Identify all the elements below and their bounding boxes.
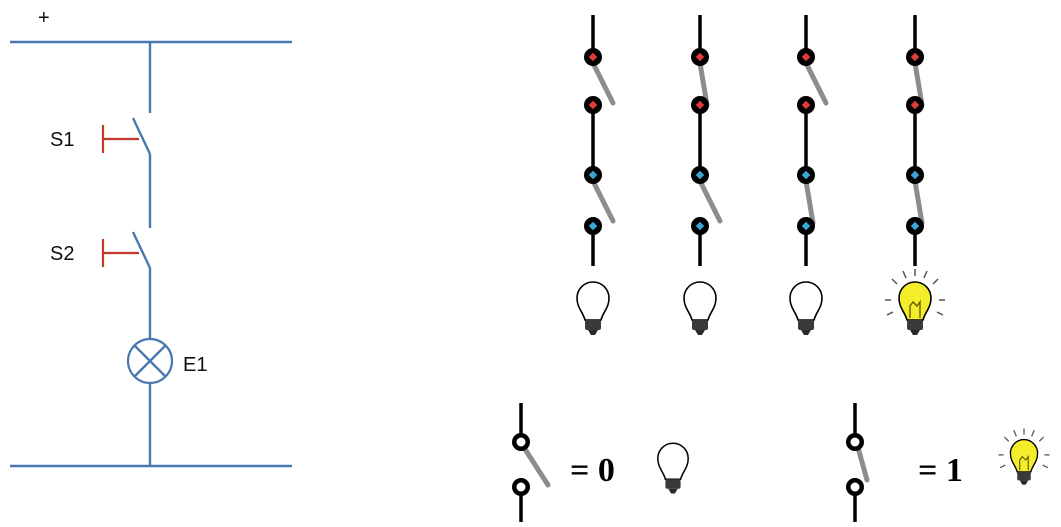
- switch-s1: S1: [50, 117, 152, 155]
- legend: = 0 = 1: [512, 403, 1050, 522]
- switch-icon: [846, 403, 870, 522]
- bulb-on-icon-ray: [936, 311, 944, 316]
- legend-zero: = 0: [512, 403, 689, 522]
- bulb-off-icon-tip: [668, 488, 678, 494]
- bulb-on-icon-filament: [909, 299, 921, 318]
- bulb-on-icon-base: [1017, 471, 1031, 481]
- contact-bottom-hole: [850, 482, 860, 492]
- bulb-on-icon: [998, 428, 1050, 485]
- bulb-off-icon: [657, 442, 689, 494]
- lower-switch-lever: [697, 178, 723, 224]
- lower-switch-lever: [590, 178, 616, 224]
- switch-icon: [512, 403, 551, 522]
- bulb-off-icon-tip: [801, 330, 811, 335]
- bulb-off-icon: [789, 281, 823, 335]
- upper-switch-lever: [912, 60, 925, 108]
- contact-top-hole: [516, 437, 526, 447]
- bulb-on-icon-ray: [886, 311, 894, 316]
- bulb-off-icon: [683, 281, 717, 335]
- bulb-on-icon-ray: [1013, 429, 1017, 437]
- bulb-on-icon-glass: [898, 281, 932, 321]
- bulb-on-icon-glass: [1009, 438, 1039, 473]
- bulb-on-icon-ray: [1042, 464, 1049, 469]
- s1-label: S1: [50, 129, 74, 151]
- lever: [520, 443, 551, 488]
- bulb-on-icon-ray: [999, 464, 1006, 469]
- bulb-off-icon-glass: [789, 281, 823, 321]
- contact-bottom-hole: [516, 482, 526, 492]
- bulb-on-icon-ray: [902, 270, 907, 279]
- bulb-on-icon-filament: [1019, 454, 1029, 471]
- bulb-off-icon-glass: [683, 281, 717, 321]
- upper-switch-lever: [590, 60, 616, 106]
- bulb-on-icon-base: [907, 320, 923, 330]
- bulb-off-icon-tip: [695, 330, 705, 335]
- s2-label: S2: [50, 243, 74, 265]
- bulb-off-icon-base: [692, 320, 708, 330]
- bulb-on-icon-ray: [891, 278, 898, 285]
- lower-switch-lever: [803, 178, 816, 226]
- bulb-on-icon: [885, 269, 945, 335]
- contact-top-hole: [850, 437, 860, 447]
- s1-contact: [131, 117, 152, 155]
- bulb-on-icon-tip: [1019, 480, 1029, 485]
- combination-column-2: [683, 15, 723, 335]
- s2-contact: [131, 231, 152, 269]
- upper-switch-lever: [803, 60, 829, 106]
- bulb-on-icon-ray: [1031, 429, 1035, 437]
- bulb-off-icon-tip: [588, 330, 598, 335]
- lamp-label: E1: [183, 354, 207, 376]
- bulb-off-icon-glass: [576, 281, 610, 321]
- bulb-on-icon-ray: [1003, 436, 1010, 442]
- combination-column-3: [789, 15, 829, 335]
- legend-one: = 1: [846, 403, 1050, 522]
- combination-column-4: [885, 15, 945, 335]
- lower-switch-lever: [912, 178, 925, 226]
- bulb-on-icon-ray: [1038, 436, 1045, 442]
- bulb-off-icon-base: [798, 320, 814, 330]
- bulb-off-icon-base: [665, 479, 681, 489]
- combination-column-1: [576, 15, 616, 335]
- plus-label: +: [38, 7, 50, 29]
- bulb-on-icon-ray: [923, 270, 928, 279]
- switch-combinations: [576, 15, 945, 335]
- legend-zero-label: = 0: [570, 452, 615, 489]
- lamp-symbol: E1: [126, 337, 207, 385]
- bulb-on-icon-ray: [932, 278, 939, 285]
- bulb-on-icon-tip: [910, 330, 920, 335]
- upper-switch-lever: [697, 60, 710, 108]
- legend-one-label: = 1: [918, 452, 963, 489]
- switch-s2: S2: [50, 231, 152, 269]
- bulb-off-icon: [576, 281, 610, 335]
- bulb-off-icon-base: [585, 320, 601, 330]
- circuit-schematic: + S1 S2 E1: [10, 7, 292, 468]
- bulb-off-icon-glass: [657, 442, 689, 481]
